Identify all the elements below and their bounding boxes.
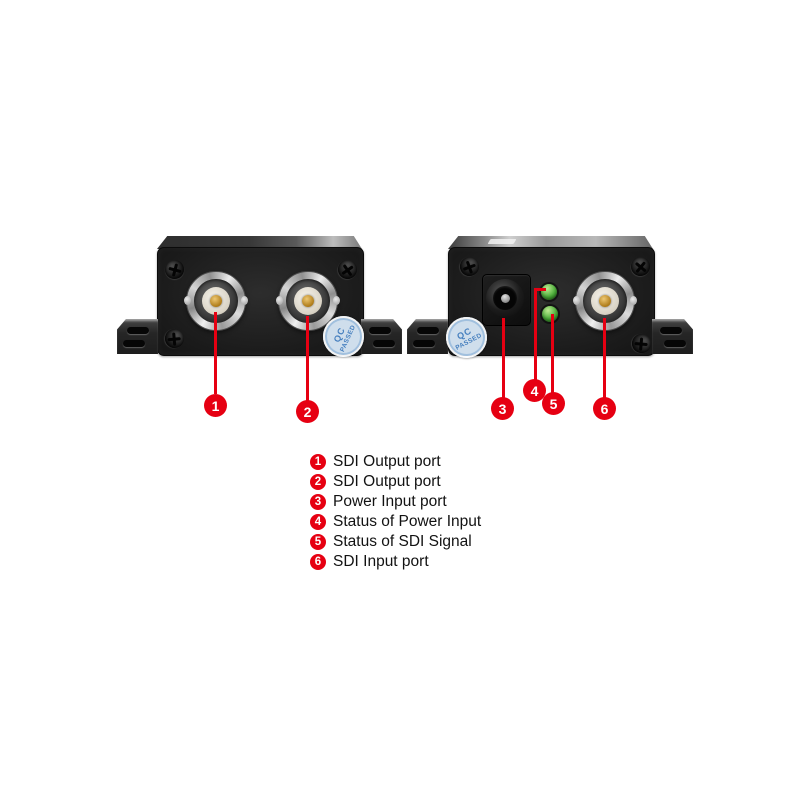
legend-badge-2: 2: [310, 474, 326, 490]
led-power-status: [541, 284, 557, 300]
power-jack-pin: [501, 294, 510, 303]
callout-marker-2: 2: [296, 400, 319, 423]
callout-line-2: [306, 316, 309, 401]
bnc-bayonet-lug: [276, 296, 283, 305]
flange-slot: [417, 327, 439, 334]
flange-slot: [664, 340, 686, 347]
callout-marker-1: 1: [204, 394, 227, 417]
device-left-top-surface: [157, 236, 362, 249]
device-right-mount-flange-left: [407, 319, 448, 354]
bnc-bayonet-lug: [184, 296, 191, 305]
flange-slot: [369, 327, 391, 334]
legend-label-6: SDI Input port: [333, 553, 429, 570]
led-sdi-status: [542, 306, 558, 322]
callout-marker-6: 6: [593, 397, 616, 420]
device-right-mount-flange-right: [652, 319, 693, 354]
legend-label-4: Status of Power Input: [333, 513, 482, 530]
callout-marker-5: 5: [542, 392, 565, 415]
legend-row: 6 SDI Input port: [310, 552, 481, 572]
legend-row: 1 SDI Output port: [310, 452, 481, 472]
flange-slot: [373, 340, 395, 347]
legend-badge-4: 4: [310, 514, 326, 530]
legend-label-3: Power Input port: [333, 493, 447, 510]
legend-row: 4 Status of Power Input: [310, 512, 481, 532]
bnc-center-pin: [302, 295, 314, 307]
bnc-bayonet-lug: [333, 296, 340, 305]
legend-label-1: SDI Output port: [333, 453, 441, 470]
callout-line-3: [502, 318, 505, 398]
device-left-mount-flange-right: [361, 319, 402, 354]
legend-badge-6: 6: [310, 554, 326, 570]
top-logo-mark: [487, 239, 517, 244]
legend-badge-5: 5: [310, 534, 326, 550]
legend-label-2: SDI Output port: [333, 473, 441, 490]
legend-row: 5 Status of SDI Signal: [310, 532, 481, 552]
callout-line-5: [551, 314, 554, 393]
bnc-bayonet-lug: [241, 296, 248, 305]
callout-marker-3: 3: [491, 397, 514, 420]
callout-line-1: [214, 312, 217, 394]
legend: 1 SDI Output port 2 SDI Output port 3 Po…: [310, 452, 481, 572]
legend-label-5: Status of SDI Signal: [333, 533, 472, 550]
legend-row: 2 SDI Output port: [310, 472, 481, 492]
bnc-center-pin: [210, 295, 222, 307]
flange-slot: [413, 340, 435, 347]
legend-badge-3: 3: [310, 494, 326, 510]
legend-badge-1: 1: [310, 454, 326, 470]
callout-line-4: [534, 288, 537, 380]
bnc-center-pin: [599, 295, 611, 307]
legend-row: 3 Power Input port: [310, 492, 481, 512]
bnc-bayonet-lug: [573, 296, 580, 305]
callout-marker-4: 4: [523, 379, 546, 402]
callout-line-6: [603, 318, 606, 398]
screw-icon: [165, 260, 184, 279]
flange-slot: [660, 327, 682, 334]
bnc-bayonet-lug: [630, 296, 637, 305]
flange-slot: [123, 340, 145, 347]
flange-slot: [127, 327, 149, 334]
device-left-mount-flange-left: [117, 319, 158, 354]
callout-line-4: [534, 288, 546, 291]
